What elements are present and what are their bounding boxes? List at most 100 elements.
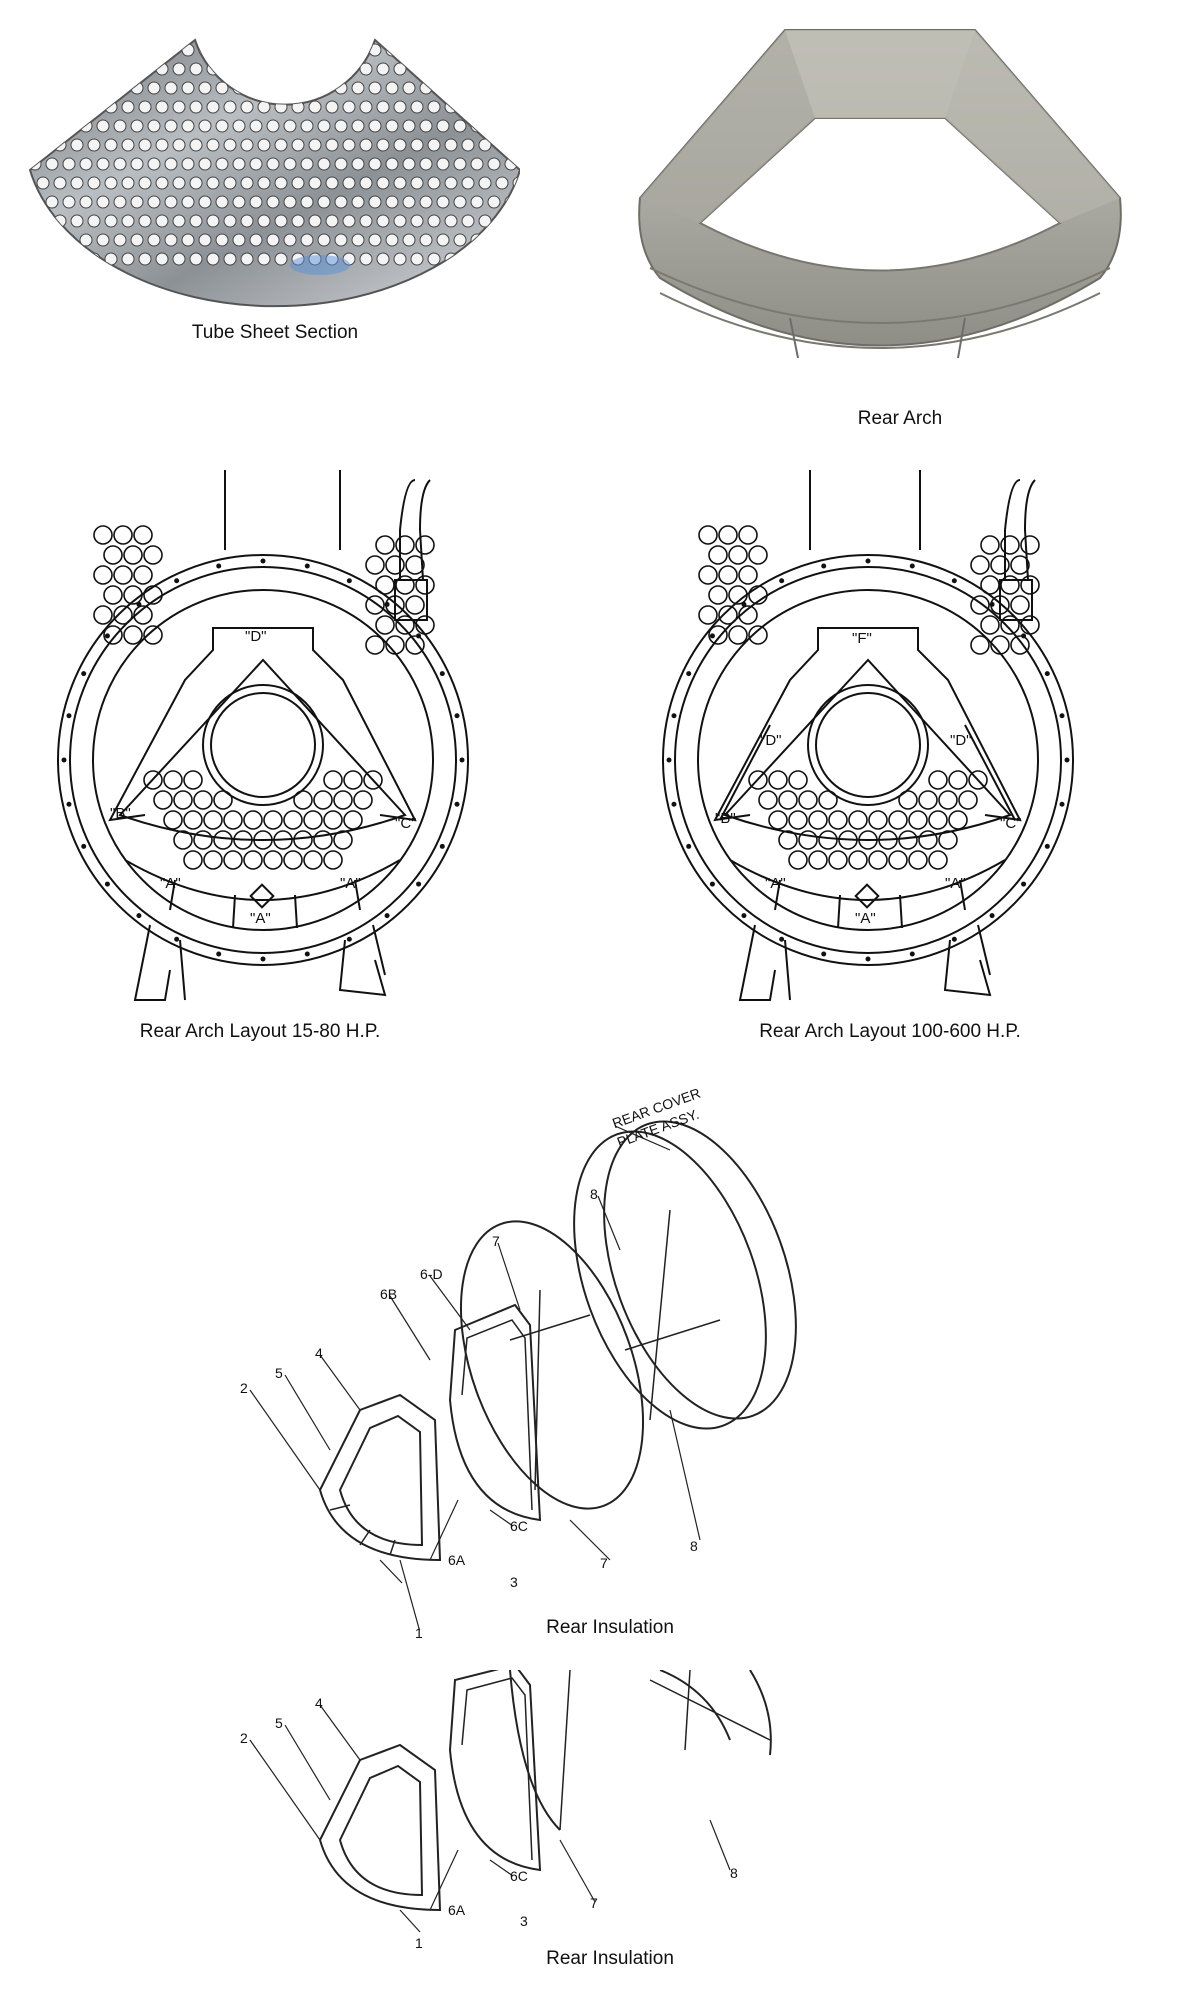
- tube-hole: [87, 252, 101, 266]
- ins2-num-2: 2: [240, 1730, 248, 1746]
- tube-hole: [274, 62, 288, 76]
- tube-hole: [436, 233, 450, 247]
- ins2-num-8: 8: [730, 1865, 738, 1881]
- boiler-tube: [365, 555, 385, 575]
- tube-hole: [70, 100, 84, 114]
- tube-hole: [121, 100, 135, 114]
- tube-hole: [300, 233, 314, 247]
- bolt-hole: [951, 936, 957, 942]
- boiler-tube: [928, 810, 948, 830]
- boiler-tube: [958, 790, 978, 810]
- tube-hole: [385, 195, 399, 209]
- tube-hole: [96, 195, 110, 209]
- boiler-tube: [93, 605, 113, 625]
- tube-hole: [30, 81, 42, 95]
- boiler-tube: [708, 625, 728, 645]
- boiler-tube: [838, 830, 858, 850]
- boiler-tube: [303, 850, 323, 870]
- tube-hole: [223, 100, 237, 114]
- ins1-num-8-top: 8: [590, 1186, 598, 1202]
- tube-hole: [138, 252, 152, 266]
- tube-hole: [172, 214, 186, 228]
- boiler-tube: [343, 770, 363, 790]
- tube-hole: [461, 214, 475, 228]
- tube-hole: [393, 176, 407, 190]
- boiler-tube: [980, 535, 1000, 555]
- tube-hole: [410, 138, 424, 152]
- boiler-tube: [123, 545, 143, 565]
- tube-hole: [495, 100, 509, 114]
- tube-hole: [198, 157, 212, 171]
- tube-hole: [368, 81, 382, 95]
- tube-hole: [232, 233, 246, 247]
- tube-hole: [223, 252, 237, 266]
- boiler-tube: [293, 790, 313, 810]
- tube-hole: [359, 252, 373, 266]
- tube-hole: [393, 62, 407, 76]
- tube-hole: [368, 233, 382, 247]
- tube-hole: [402, 233, 416, 247]
- tube-hole: [206, 176, 220, 190]
- tube-hole: [478, 62, 492, 76]
- tube-hole: [410, 176, 424, 190]
- insulation-2-drawing: 2 5 4 6C 6A 3 1 7 8: [230, 1670, 830, 1960]
- tube-hole: [104, 252, 118, 266]
- tube-hole: [215, 233, 229, 247]
- tube-hole: [138, 138, 152, 152]
- boiler-tube: [405, 555, 425, 575]
- boiler-tube: [183, 850, 203, 870]
- tube-hole: [308, 176, 322, 190]
- boiler-tube: [828, 850, 848, 870]
- tube-hole: [291, 62, 305, 76]
- bolt-hole: [1044, 843, 1050, 849]
- tube-hole: [79, 195, 93, 209]
- boiler-tube: [375, 615, 395, 635]
- tube-hole: [30, 233, 42, 247]
- tube-hole: [325, 214, 339, 228]
- tube-hole: [274, 214, 288, 228]
- boiler-tube: [233, 830, 253, 850]
- tube-hole: [87, 214, 101, 228]
- tube-hole: [470, 195, 484, 209]
- tube-hole: [478, 214, 492, 228]
- tube-hole: [113, 233, 127, 247]
- tube-hole: [62, 119, 76, 133]
- tube-hole: [53, 214, 67, 228]
- bolt-hole: [216, 563, 222, 569]
- boiler-tube: [183, 810, 203, 830]
- tube-hole: [317, 157, 331, 171]
- tube-hole: [113, 195, 127, 209]
- tube-hole: [87, 176, 101, 190]
- tube-hole: [283, 195, 297, 209]
- bolt-hole: [909, 563, 915, 569]
- tube-hole: [453, 43, 467, 57]
- tube-hole: [393, 252, 407, 266]
- boiler-tube: [243, 810, 263, 830]
- bolt-hole: [66, 713, 72, 719]
- bolt-hole: [66, 801, 72, 807]
- tube-hole: [334, 233, 348, 247]
- tube-hole: [198, 233, 212, 247]
- tube-hole: [334, 43, 348, 57]
- bolt-hole: [454, 713, 460, 719]
- tube-hole: [351, 157, 365, 171]
- ins1-num-1: 1: [415, 1625, 423, 1641]
- bolt-hole: [686, 671, 692, 677]
- tube-hole: [478, 100, 492, 114]
- tube-hole: [308, 62, 322, 76]
- bolt-hole: [865, 956, 871, 962]
- tube-hole: [215, 195, 229, 209]
- tube-hole: [453, 195, 467, 209]
- boiler-tube: [738, 525, 758, 545]
- bolt-hole: [216, 951, 222, 957]
- tube-hole: [257, 252, 271, 266]
- tube-hole: [274, 100, 288, 114]
- bolt-hole: [1059, 801, 1065, 807]
- boiler-tube: [718, 525, 738, 545]
- tube-hole: [181, 81, 195, 95]
- tube-hole: [164, 119, 178, 133]
- tube-hole: [147, 195, 161, 209]
- ins2-num-6c: 6C: [510, 1868, 528, 1884]
- boiler-tube: [848, 810, 868, 830]
- boiler-tube: [375, 575, 395, 595]
